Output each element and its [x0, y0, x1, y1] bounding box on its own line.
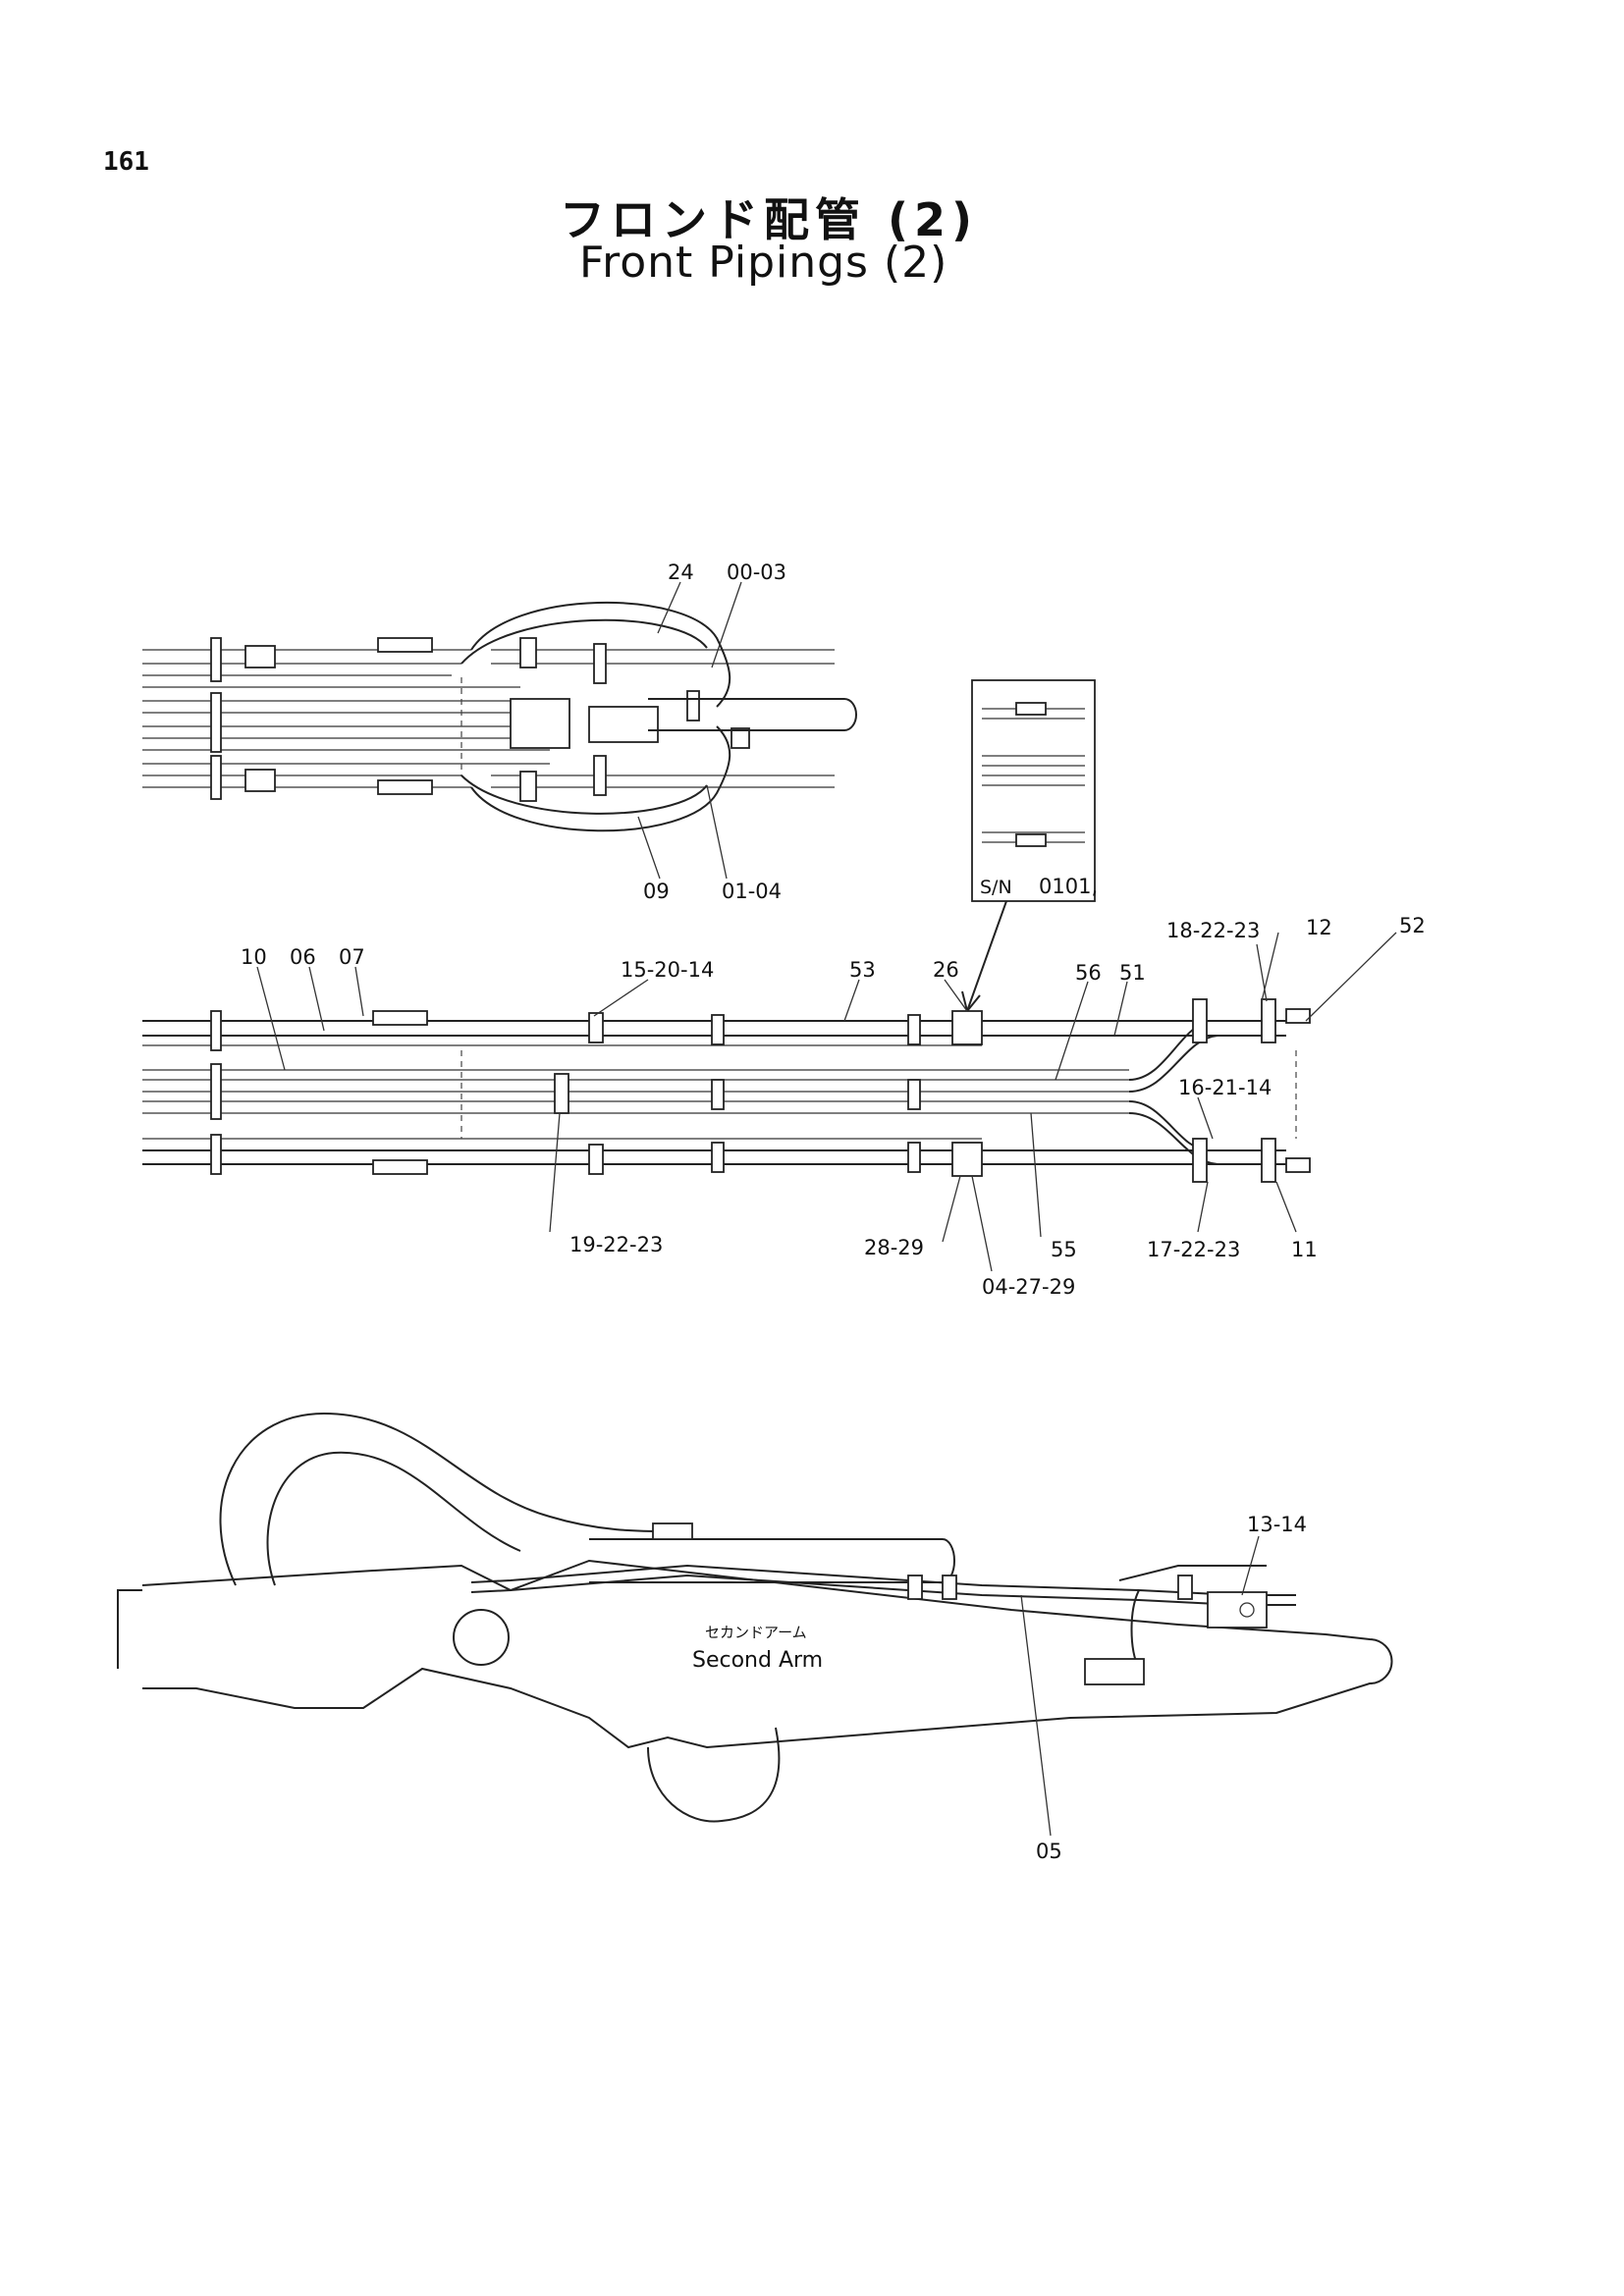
title-english: Front Pipings (2)	[579, 238, 948, 288]
callout-07: 07	[339, 945, 365, 969]
title-japanese: フロンド配管 (2)	[560, 193, 979, 246]
callout-06: 06	[290, 945, 316, 969]
middle-view-figure	[142, 932, 1397, 1272]
callout-55: 55	[1051, 1238, 1077, 1261]
second-arm-label-jp: セカンドアーム	[705, 1624, 807, 1641]
callout-24: 24	[668, 561, 694, 584]
callout-51: 51	[1119, 961, 1146, 985]
second-arm-label-en: Second Arm	[692, 1648, 823, 1673]
callout-04-27-29: 04-27-29	[982, 1275, 1075, 1299]
callout-05: 05	[1036, 1840, 1062, 1863]
callout-00-03: 00-03	[727, 561, 786, 584]
page-number: 161	[103, 147, 149, 177]
callout-11: 11	[1291, 1238, 1318, 1261]
callout-01-04: 01-04	[722, 880, 782, 903]
callout-17-22-23: 17-22-23	[1147, 1238, 1240, 1261]
callout-18-22-23: 18-22-23	[1166, 919, 1260, 942]
serial-number-inset: S/N 0101,	[961, 679, 1098, 1012]
serial-prefix: S/N	[980, 877, 1012, 898]
callout-13-14: 13-14	[1247, 1513, 1307, 1536]
callout-52: 52	[1399, 914, 1426, 937]
callout-53: 53	[849, 958, 876, 982]
second-arm-side-view: セカンドアーム Second Arm	[117, 1412, 1393, 1837]
callout-09: 09	[643, 880, 670, 903]
callout-10: 10	[241, 945, 267, 969]
callout-26: 26	[933, 958, 959, 982]
serial-value: 0101,	[1039, 875, 1098, 898]
callout-15-20-14: 15-20-14	[621, 958, 714, 982]
top-view-pipes	[142, 581, 857, 880]
callout-19-22-23: 19-22-23	[569, 1233, 663, 1256]
callout-56: 56	[1075, 961, 1102, 985]
callout-28-29: 28-29	[864, 1236, 924, 1259]
callout-12: 12	[1306, 916, 1332, 939]
callout-16-21-14: 16-21-14	[1178, 1076, 1272, 1099]
top-view-figure: 24 00-03 09 01-04	[142, 561, 857, 903]
